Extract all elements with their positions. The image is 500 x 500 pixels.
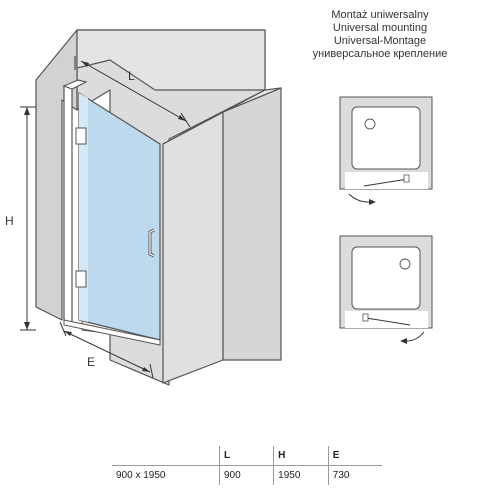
mount-2-door-line: [365, 317, 411, 326]
spec-header-h: H: [273, 446, 329, 466]
spec-table: L H E 900 x 1950 900 1950 730: [112, 446, 382, 485]
dim-h-label: H: [5, 214, 14, 228]
dim-l-arrow-a: [81, 61, 89, 67]
mount-1-door-line: [363, 178, 409, 187]
frame-top-profile: [62, 79, 88, 90]
dim-l-label: L: [128, 69, 135, 83]
mount-caption-de: Universal-Montage: [333, 35, 427, 47]
dim-l-arrow-b: [178, 115, 186, 121]
door-handle-inner: [149, 229, 155, 257]
door-base: [63, 319, 161, 346]
spec-header-model: [112, 446, 220, 466]
inner-top: [76, 29, 266, 91]
dim-e-line: [63, 330, 151, 373]
mount-1-swing-arrow: [348, 193, 373, 203]
dim-h-arrow-bottom: [24, 322, 30, 330]
dimension-lines: [20, 56, 191, 379]
right-pillar-top: [162, 87, 282, 145]
spec-header-row: L H E: [112, 446, 382, 466]
dim-e-tick-a: [59, 321, 67, 337]
mount-caption-pl: Montaż uniwersalny: [331, 9, 429, 21]
dim-e-arrow-b: [142, 367, 150, 372]
spec-cell-e: 730: [327, 465, 382, 485]
spec-row: 900 x 1950 900 1950 730: [112, 465, 382, 485]
top-hinge: [75, 127, 87, 145]
spec-cell-model: 900 x 1950: [116, 470, 166, 481]
mount-1-arrow-head: [369, 199, 376, 205]
mount-caption-ru: универсальное крепление: [312, 48, 448, 60]
right-pillar-front: [162, 111, 224, 384]
bottom-hinge: [75, 270, 87, 288]
mount-1-gap: [345, 172, 428, 189]
spec-cell-h: 1950: [273, 465, 329, 485]
mount-2-arrow-head: [400, 338, 407, 344]
mount-2-hinge: [362, 313, 369, 322]
frame-left-profile: [63, 85, 73, 324]
spec-header-l: L: [218, 446, 274, 466]
right-pillar-side: [222, 87, 282, 361]
spec-cell-l: 900: [218, 465, 274, 485]
dim-h-arrow-top: [24, 107, 30, 115]
mount-caption-en: Universal mounting: [332, 22, 428, 34]
mount-2-gap: [345, 311, 428, 328]
mount-variant-left: [339, 235, 433, 344]
mount-2-drain: [399, 258, 411, 270]
mount-1-hinge: [403, 174, 410, 183]
dim-e-label: E: [87, 355, 95, 369]
mount-1-drain: [364, 118, 376, 130]
mount-variant-right: [339, 96, 433, 205]
mount-1-tray: [351, 106, 421, 170]
mount-2-tray: [351, 246, 421, 310]
dim-e-tick-b: [149, 363, 154, 379]
dim-e-arrow-a: [64, 331, 72, 336]
dim-l-line: [80, 60, 187, 122]
glass-shine: [79, 93, 88, 322]
dim-l-tick-b: [180, 112, 191, 128]
spec-header-e: E: [327, 446, 382, 466]
